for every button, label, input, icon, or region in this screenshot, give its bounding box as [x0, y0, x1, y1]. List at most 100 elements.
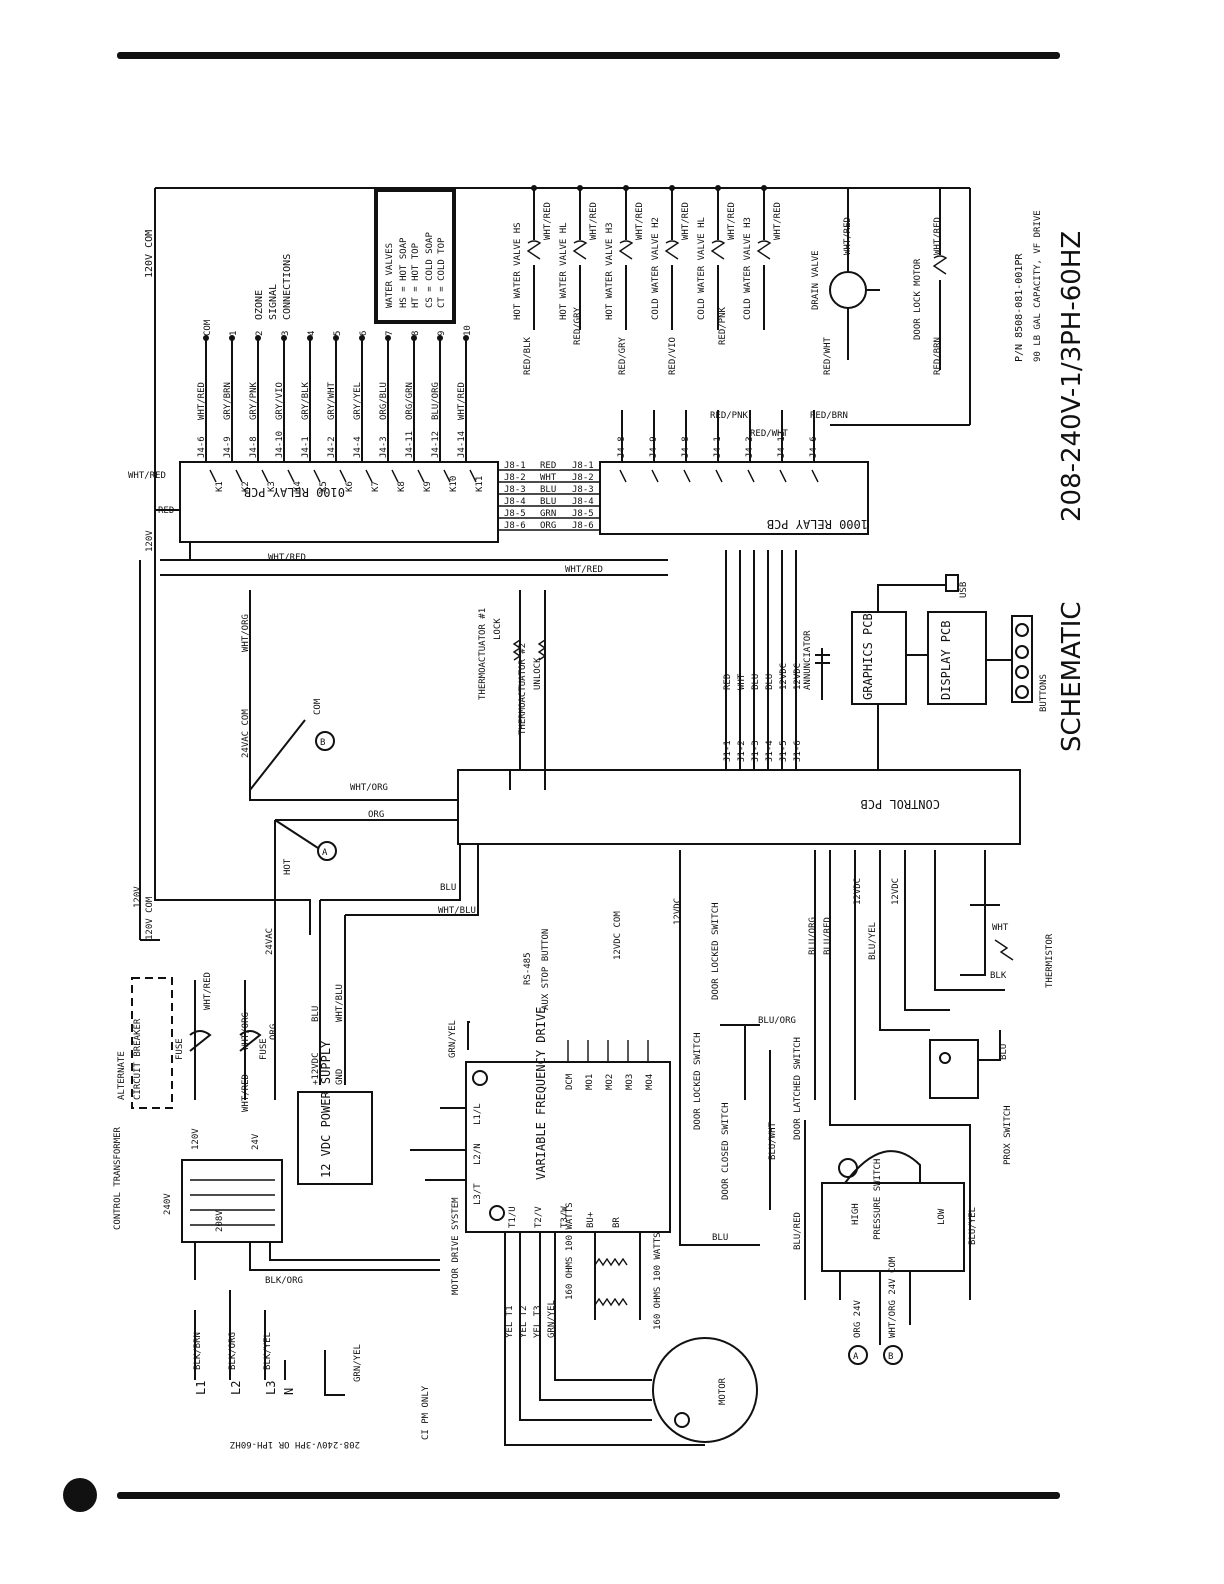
- ps-blu-red: BLU/RED: [793, 1212, 803, 1250]
- ozone-terminal: [411, 335, 417, 341]
- control-pin-color: BLU: [751, 674, 761, 690]
- fuse1-label: FUSE: [175, 1038, 185, 1060]
- ozone-pin-label: J4-1: [301, 436, 311, 458]
- control-pcb-title: CONTROL PCB: [861, 797, 940, 811]
- ground-wire: GRN/YEL: [353, 1344, 363, 1382]
- org-to-control: ORG: [368, 810, 384, 820]
- supply-note: 208-240V-3PH OR 1PH-60HZ: [229, 1439, 360, 1449]
- relay-contact: [683, 469, 691, 483]
- ribbon-pin-left: J8-2: [504, 473, 526, 483]
- n-label: N: [282, 1388, 296, 1395]
- ozone-signal-label: 9: [437, 331, 447, 336]
- pressure-switch: PRESSURE SWITCH HIGH LOW BLU/RED BLU/YEL…: [793, 1120, 978, 1365]
- circuit-breaker-label: CIRCUIT BREAKER: [133, 1018, 143, 1100]
- valve-terminal: [577, 185, 583, 191]
- ribbon-pin-left: J8-4: [504, 497, 526, 507]
- connections-label: CONNECTIONS: [282, 254, 293, 320]
- relay-contact: [261, 469, 269, 483]
- ribbon-color: ORG: [540, 521, 556, 531]
- ribbon-pin-right: J8-5: [572, 509, 594, 519]
- part-note: 90 LB GAL CAPACITY, VF DRIVE: [1033, 210, 1043, 362]
- blu-wire: BLU: [440, 883, 456, 893]
- blu-yel-right: BLU/YEL: [868, 922, 878, 960]
- vfd-io-terminal: MO3: [625, 1074, 635, 1090]
- ozone-wire-color: GRY/PNK: [249, 381, 259, 420]
- relay-contact-label: K9: [423, 481, 433, 492]
- valve-coil: [572, 240, 588, 260]
- signal-label: SIGNAL: [268, 284, 279, 320]
- trans-blk-org: BLK/ORG: [265, 1276, 303, 1286]
- unlock-label: UNLOCK: [533, 657, 543, 690]
- valve-wht-red: WHT/RED: [773, 202, 783, 240]
- relay-contact-label: K1: [215, 481, 225, 492]
- thermo1-label: THERMOACTUATOR #1: [478, 608, 488, 700]
- ozone-wire-color: WHT/RED: [457, 382, 467, 420]
- ozone-pin-label: J4-12: [431, 431, 441, 458]
- motor-drive-label: MOTOR DRIVE SYSTEM: [451, 1197, 461, 1295]
- relay-contact: [469, 469, 477, 483]
- vfd-output-terminal: BU+: [586, 1211, 596, 1228]
- blu-org-right: BLU/ORG: [808, 917, 818, 955]
- high-label: HIGH: [851, 1203, 861, 1225]
- hot-label: HOT: [283, 858, 293, 875]
- ozone-pin-label: J4-8: [249, 436, 259, 458]
- svg-text:A: A: [322, 848, 328, 858]
- ozone-signal-label: COM: [203, 319, 213, 336]
- blu-org-switch: BLU/ORG: [758, 1016, 796, 1026]
- v12-right3: 12VDC: [673, 898, 683, 925]
- tr-120v: 120V: [191, 1128, 201, 1150]
- prox-switch: PROX SWITCH BLU: [929, 1030, 1013, 1165]
- thermistor-blk: BLK: [990, 971, 1007, 981]
- ribbon-pin-left: J8-6: [504, 521, 526, 531]
- pressure-switch-label: PRESSURE SWITCH: [873, 1159, 883, 1240]
- motor-wire-label: YEL T2: [519, 1305, 529, 1338]
- ozone-wire-color: GRY/YEL: [353, 382, 363, 420]
- control-transformer: CONTROL TRANSFORMER 120V 24V 240V 208V: [113, 1126, 440, 1280]
- brk-org: ORG: [269, 1024, 279, 1040]
- transformer-label: CONTROL TRANSFORMER: [113, 1126, 123, 1230]
- valve-coil: [710, 240, 726, 260]
- alternate-label: ALTERNATE: [117, 1051, 127, 1100]
- vfd-grn-yel: GRN/YEL: [448, 1020, 458, 1058]
- control-pin-label: J1-3: [751, 740, 761, 762]
- v24vac-label: 24VAC: [265, 928, 275, 955]
- control-pin-label: J1-6: [793, 740, 803, 762]
- psu-wht-blu: WHT/BLU: [335, 984, 345, 1022]
- tr-208v: 208V: [215, 1210, 225, 1232]
- vfd-io-terminal: DCM: [565, 1073, 575, 1090]
- ohms1-label: 160 OHMS 100 WATTS: [565, 1202, 575, 1300]
- l1-wire: BLK/BRN: [193, 1332, 203, 1370]
- ozone-terminal: [307, 335, 313, 341]
- blu-red-right: BLU/RED: [823, 917, 833, 955]
- ozone-signal-block: OZONE SIGNAL CONNECTIONS 120V COM COMWHT…: [144, 230, 473, 462]
- top-rule: [117, 52, 1060, 59]
- ozone-wire-color: GRY/WHT: [327, 381, 337, 420]
- ribbon-color: WHT: [540, 473, 557, 483]
- ozone-signal-label: 7: [385, 331, 395, 336]
- ribbon-pin-right: J8-6: [572, 521, 594, 531]
- ozone-pin-label: J4-9: [223, 436, 233, 458]
- annunciator-label: ANNUNCIATOR: [803, 630, 813, 690]
- line-inputs: L1 L2 L3 N BLK/BRN BLK/ORG BLK/YEL GRN/Y…: [193, 1276, 431, 1440]
- ozone-terminal: [463, 335, 469, 341]
- valve-red-blk: RED/BLK: [523, 336, 533, 375]
- ozone-pin-label: J4-6: [197, 436, 207, 458]
- valve-wht-red: WHT/RED: [635, 202, 645, 240]
- ozone-terminal: [437, 335, 443, 341]
- tr-240v: 240V: [163, 1193, 173, 1215]
- red-lead: RED: [158, 506, 174, 516]
- ozone-terminal: [255, 335, 261, 341]
- ohms2-label: 160 OHMS 100 WATTS: [653, 1232, 663, 1330]
- l3-label: L3: [264, 1381, 278, 1395]
- ozone-label: OZONE: [254, 290, 265, 320]
- ozone-terminal: [281, 335, 287, 341]
- v120-side-label: 120V: [145, 530, 155, 552]
- vfd-input-terminal: L2/N: [473, 1143, 483, 1165]
- valve-coil: [526, 240, 542, 260]
- ozone-pin-label: J4-4: [353, 436, 363, 458]
- door-switches: DOOR LOCKED SWITCH DOOR LOCKED SWITCH DO…: [523, 850, 1005, 1300]
- brk-wht-red2: WHT/RED: [241, 1074, 251, 1112]
- ribbon-pin-left: J8-3: [504, 485, 526, 495]
